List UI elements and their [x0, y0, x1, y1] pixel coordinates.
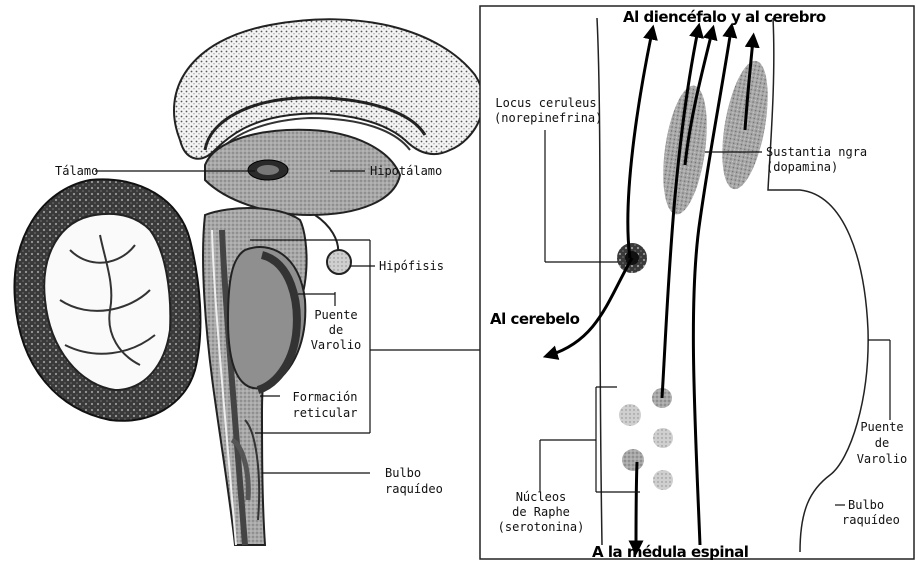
- label-line: raquídeo: [842, 513, 900, 527]
- label-talamo: Tálamo: [55, 164, 98, 178]
- label-line: de: [850, 436, 914, 450]
- label-line: Varolio: [850, 452, 914, 466]
- label-line: Bulbo: [385, 466, 421, 480]
- cerebellum: [14, 179, 200, 420]
- label-line: raquídeo: [385, 482, 443, 496]
- label-line: (dopamina): [766, 160, 838, 174]
- label-line: (norepinefrina): [494, 111, 598, 125]
- label-hipotalamo: Hipotálamo: [370, 164, 442, 178]
- label-line: Puente: [296, 308, 376, 322]
- heading-diencefalo: Al diencéfalo y al cerebro: [623, 8, 826, 26]
- heading-medula-espinal: A la médula espinal: [592, 543, 748, 561]
- label-line: Bulbo: [848, 498, 884, 512]
- label-line: de: [296, 323, 376, 337]
- label-line: Puente: [850, 420, 914, 434]
- label-line: (serotonina): [496, 520, 586, 534]
- label-line: Sustantia ngra: [766, 145, 867, 159]
- label-line: Varolio: [296, 338, 376, 352]
- pituitary: [315, 215, 351, 274]
- label-line: Núcleos: [496, 490, 586, 504]
- label-line: Locus ceruleus: [494, 96, 598, 110]
- pons-region: [228, 247, 305, 390]
- label-line: Formación: [280, 390, 370, 404]
- label-line: reticular: [280, 406, 370, 420]
- label-hipofisis: Hipófisis: [379, 259, 444, 273]
- label-line: de Raphe: [496, 505, 586, 519]
- heading-cerebelo: Al cerebelo: [490, 310, 579, 328]
